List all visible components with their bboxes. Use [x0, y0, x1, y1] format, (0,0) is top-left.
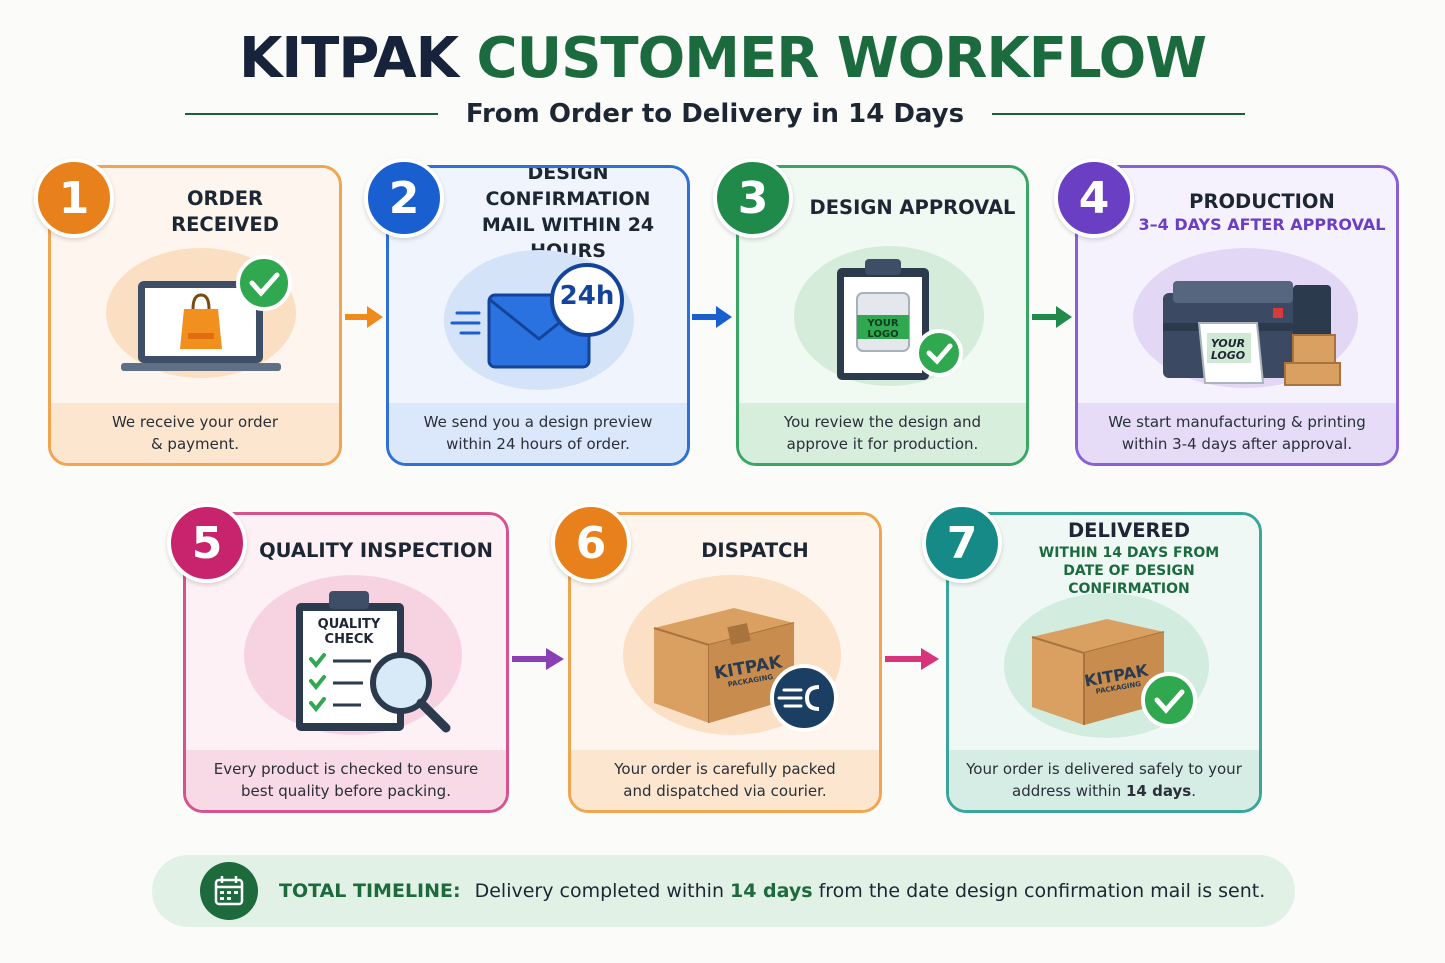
desc-line: address within 14 days.	[966, 780, 1242, 802]
step-title-line: ORDER	[186, 187, 264, 210]
banner-text: TOTAL TIMELINE: Delivery completed withi…	[279, 855, 1265, 927]
step-number-badge: 1	[34, 158, 114, 238]
clock-icon	[550, 263, 624, 337]
step-title-line: PRODUCTION	[1189, 190, 1335, 213]
fast-delivery-icon	[770, 664, 838, 732]
banner-text-pre: Delivery completed within	[474, 880, 724, 902]
card-top: DISPATCH KITPAK PACKAGING	[571, 515, 879, 750]
step-description: Your order is delivered safely to your a…	[949, 750, 1259, 810]
desc-line: Your order is carefully packed	[614, 760, 836, 778]
label-line: QUALITY	[317, 617, 381, 632]
printer-icon	[1163, 281, 1341, 386]
step-number-badge: 4	[1054, 158, 1134, 238]
envelope-icon	[450, 263, 624, 369]
arrow-right-icon	[1032, 306, 1072, 328]
magnifier-icon	[370, 652, 451, 733]
step-title-line: RECEIVED	[171, 213, 279, 236]
step-title-line: DESIGN APPROVAL	[809, 196, 1016, 219]
step-card-7: DELIVERED WITHIN 14 DAYS FROM DATE OF DE…	[946, 512, 1262, 813]
step-card-6: DISPATCH KITPAK PACKAGING Your order is …	[568, 512, 882, 813]
desc-text: address within	[1012, 782, 1126, 800]
step-title-line: DISPATCH	[701, 539, 809, 562]
step-title: DISPATCH	[641, 521, 869, 581]
label-line: CHECK	[324, 632, 374, 647]
arrow-right-icon	[512, 648, 564, 670]
logo-label: YOUR LOGO	[857, 318, 909, 340]
logo-label-line: YOUR	[867, 318, 899, 329]
desc-highlight: 14 days	[1125, 782, 1192, 800]
arrow-right-icon	[692, 306, 732, 328]
desc-line: We send you a design preview	[423, 413, 653, 431]
step-title-line: DATE OF DESIGN CONFIRMATION	[1063, 563, 1195, 597]
boxes-icon	[1284, 334, 1341, 386]
check-icon	[236, 255, 292, 311]
step-description: We start manufacturing & printing within …	[1078, 403, 1396, 463]
title-rest: CUSTOMER WORKFLOW	[476, 26, 1208, 91]
total-timeline-banner: TOTAL TIMELINE: Delivery completed withi…	[152, 855, 1295, 927]
subtitle-line-right	[992, 113, 1245, 115]
step-card-3: DESIGN APPROVAL YOUR LOGO You review the…	[736, 165, 1029, 466]
banner-highlight: 14 days	[730, 880, 813, 902]
banner-text-post: from the date design confirmation mail i…	[818, 880, 1266, 902]
quality-check-label: QUALITY CHECK	[304, 617, 394, 647]
step-number-badge: 6	[551, 503, 631, 583]
logo-label: YOUR LOGO	[1205, 338, 1251, 362]
clock-label: 24h	[559, 281, 615, 311]
desc-line: & payment.	[150, 435, 240, 453]
desc-line: and dispatched via courier.	[623, 782, 827, 800]
subtitle-row: From Order to Delivery in 14 Days	[185, 94, 1245, 134]
step-title-line: 3–4 DAYS AFTER APPROVAL	[1138, 215, 1386, 234]
step-title: DESIGN APPROVAL	[809, 178, 1016, 238]
desc-line: within 3-4 days after approval.	[1121, 435, 1353, 453]
laptop-icon	[121, 255, 292, 371]
subtitle-line-left	[185, 113, 438, 115]
package-icon	[1031, 619, 1197, 728]
step-description: We receive your order & payment.	[51, 403, 339, 463]
step-title: DELIVERED WITHIN 14 DAYS FROM DATE OF DE…	[1009, 519, 1249, 597]
clipboard-icon	[837, 259, 963, 380]
logo-label-line: LOGO	[1210, 349, 1246, 362]
step-title-line: DESIGN CONFIRMATION	[485, 165, 651, 210]
desc-line: approve it for production.	[786, 435, 979, 453]
desc-line: Every product is checked to ensure	[213, 760, 479, 778]
desc-line: best quality before packing.	[241, 782, 451, 800]
banner-label: TOTAL TIMELINE:	[279, 880, 461, 902]
step-title-line: DELIVERED	[1067, 519, 1191, 542]
desc-line: You review the design and	[783, 413, 982, 431]
card-top: DESIGN APPROVAL YOUR LOGO	[739, 168, 1026, 403]
step-title-line: QUALITY INSPECTION	[259, 539, 493, 562]
step-description: Your order is carefully packed and dispat…	[571, 750, 879, 810]
step-title: ORDER RECEIVED	[121, 182, 329, 242]
calendar-icon	[200, 862, 258, 920]
check-icon	[1141, 672, 1197, 728]
step-title: DESIGN CONFIRMATION MAIL WITHIN 24 HOURS	[459, 168, 677, 262]
subtitle: From Order to Delivery in 14 Days	[465, 99, 965, 129]
shopping-bag-icon	[180, 293, 222, 349]
step-description: We send you a design preview within 24 ho…	[389, 403, 687, 463]
arrow-right-icon	[885, 648, 939, 670]
step-number-badge: 3	[713, 158, 793, 238]
package-icon	[653, 608, 838, 732]
step-title: QUALITY INSPECTION	[256, 521, 496, 581]
desc-text: .	[1191, 782, 1196, 800]
title-brand: KITPAK	[238, 26, 459, 91]
logo-label-line: YOUR	[1210, 337, 1246, 350]
desc-line: Your order is delivered safely to your	[966, 760, 1242, 778]
logo-label-line: LOGO	[867, 329, 899, 340]
step-number-badge: 7	[922, 503, 1002, 583]
desc-line: within 24 hours of order.	[446, 435, 630, 453]
page-title: KITPAK CUSTOMER WORKFLOW	[0, 24, 1445, 94]
desc-line: We receive your order	[111, 413, 279, 431]
step-description: You review the design and approve it for …	[739, 403, 1026, 463]
step-description: Every product is checked to ensure best q…	[186, 750, 506, 810]
clipboard-icon	[296, 591, 451, 733]
step-title-line: WITHIN 14 DAYS FROM	[1038, 545, 1220, 561]
card-top: DELIVERED WITHIN 14 DAYS FROM DATE OF DE…	[949, 515, 1259, 750]
step-number-badge: 2	[364, 158, 444, 238]
step-number-badge: 5	[167, 503, 247, 583]
desc-line: We start manufacturing & printing	[1108, 413, 1366, 431]
check-icon	[915, 329, 963, 377]
arrow-right-icon	[345, 306, 383, 328]
step-title: PRODUCTION 3–4 DAYS AFTER APPROVAL	[1138, 182, 1386, 242]
